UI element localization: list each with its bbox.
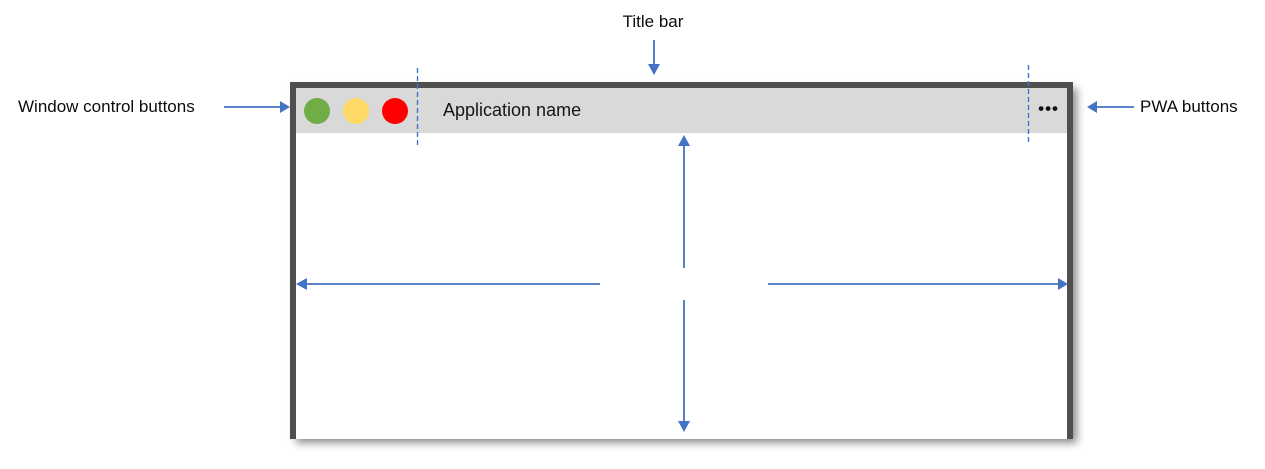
application-name-title: Application name	[443, 100, 582, 120]
title-bar-label: Title bar	[622, 12, 684, 31]
window-control-buttons-label: Window control buttons	[18, 97, 195, 116]
title-bar: Application name •••	[296, 88, 1067, 133]
pwa-buttons-label: PWA buttons	[1140, 97, 1238, 116]
app-window-mockup: Application name •••	[290, 82, 1073, 439]
web-app-content-area	[296, 133, 1067, 439]
window-control-red-button[interactable]	[382, 97, 408, 124]
window-control-yellow-button[interactable]	[343, 97, 369, 124]
pwa-ellipsis-menu-icon[interactable]: •••	[1038, 99, 1059, 118]
window-control-green-button[interactable]	[304, 97, 330, 124]
